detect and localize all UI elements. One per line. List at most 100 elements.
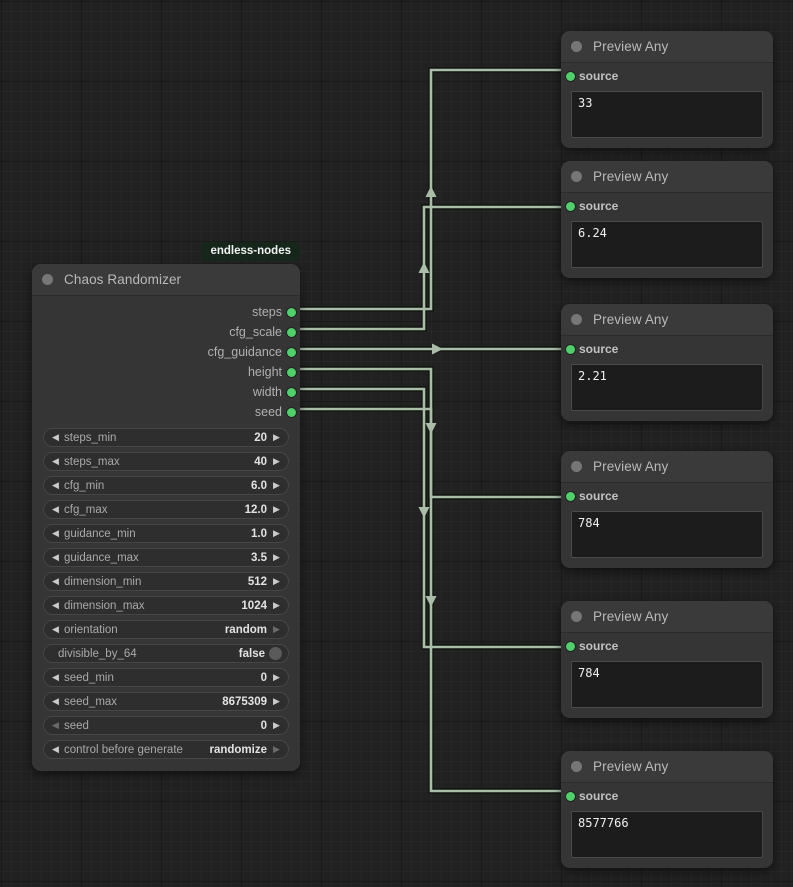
next-option-arrow-icon[interactable]: ▶ xyxy=(273,744,280,754)
widget-value-guidance-min[interactable]: 1.0 xyxy=(251,527,267,540)
widget-value-dimension-min[interactable]: 512 xyxy=(247,575,267,588)
preview-text-box-4[interactable]: 784 xyxy=(571,511,763,558)
collapse-dot-icon[interactable] xyxy=(42,274,53,285)
increment-arrow-icon[interactable]: ▶ xyxy=(273,576,280,586)
preview-text-box-2[interactable]: 6.24 xyxy=(571,221,763,268)
node-header-preview-any-3[interactable]: Preview Any xyxy=(561,304,773,336)
collapse-dot-icon[interactable] xyxy=(571,461,582,472)
increment-arrow-icon[interactable]: ▶ xyxy=(273,456,280,466)
widget-dimension-max[interactable]: ◀ dimension_max 1024 ▶ xyxy=(43,596,289,615)
node-header-preview-any-6[interactable]: Preview Any xyxy=(561,751,773,783)
output-dot-cfg-scale[interactable] xyxy=(287,327,296,337)
node-preview-any-2[interactable]: Preview Any source 6.24 xyxy=(561,161,773,278)
input-slot-source-6[interactable]: source xyxy=(561,785,773,807)
widget-control-before-generate[interactable]: ◀ control before generate randomize ▶ xyxy=(43,740,289,759)
widget-guidance-max[interactable]: ◀ guidance_max 3.5 ▶ xyxy=(43,548,289,567)
widget-cfg-min[interactable]: ◀ cfg_min 6.0 ▶ xyxy=(43,476,289,495)
input-dot-source[interactable] xyxy=(566,201,575,211)
toggle-switch-icon[interactable] xyxy=(269,647,282,660)
increment-arrow-icon[interactable]: ▶ xyxy=(273,600,280,610)
decrement-arrow-icon[interactable]: ◀ xyxy=(52,576,59,586)
widget-dimension-min[interactable]: ◀ dimension_min 512 ▶ xyxy=(43,572,289,591)
widget-guidance-min[interactable]: ◀ guidance_min 1.0 ▶ xyxy=(43,524,289,543)
decrement-arrow-icon[interactable]: ◀ xyxy=(52,432,59,442)
widget-value-control-before-generate[interactable]: randomize xyxy=(209,743,267,756)
next-option-arrow-icon[interactable]: ▶ xyxy=(273,624,280,634)
node-header-preview-any-1[interactable]: Preview Any xyxy=(561,31,773,63)
output-slot-cfg-guidance[interactable]: cfg_guidance xyxy=(32,342,300,362)
widget-orientation[interactable]: ◀ orientation random ▶ xyxy=(43,620,289,639)
widget-steps-max[interactable]: ◀ steps_max 40 ▶ xyxy=(43,452,289,471)
output-dot-seed[interactable] xyxy=(287,407,296,417)
increment-arrow-icon[interactable]: ▶ xyxy=(273,504,280,514)
preview-text-box-3[interactable]: 2.21 xyxy=(571,364,763,411)
widget-value-seed-max[interactable]: 8675309 xyxy=(222,695,267,708)
input-dot-source[interactable] xyxy=(566,791,575,801)
decrement-arrow-icon[interactable]: ◀ xyxy=(52,456,59,466)
widget-seed-min[interactable]: ◀ seed_min 0 ▶ xyxy=(43,668,289,687)
output-dot-steps[interactable] xyxy=(287,307,296,317)
node-preview-any-3[interactable]: Preview Any source 2.21 xyxy=(561,304,773,421)
widget-value-guidance-max[interactable]: 3.5 xyxy=(251,551,267,564)
input-dot-source[interactable] xyxy=(566,344,575,354)
input-dot-source[interactable] xyxy=(566,641,575,651)
input-slot-source-2[interactable]: source xyxy=(561,195,773,217)
collapse-dot-icon[interactable] xyxy=(571,171,582,182)
input-dot-source[interactable] xyxy=(566,71,575,81)
widget-divisible-by-64[interactable]: divisible_by_64 false xyxy=(43,644,289,663)
widget-value-steps-max[interactable]: 40 xyxy=(254,455,267,468)
increment-arrow-icon[interactable]: ▶ xyxy=(273,432,280,442)
decrement-arrow-icon[interactable]: ◀ xyxy=(52,552,59,562)
preview-text-box-6[interactable]: 8577766 xyxy=(571,811,763,858)
decrement-arrow-icon[interactable]: ◀ xyxy=(52,600,59,610)
widget-value-seed[interactable]: 0 xyxy=(260,719,267,732)
output-dot-width[interactable] xyxy=(287,387,296,397)
input-slot-source-3[interactable]: source xyxy=(561,338,773,360)
increment-arrow-icon[interactable]: ▶ xyxy=(273,552,280,562)
decrement-arrow-icon[interactable]: ◀ xyxy=(52,696,59,706)
output-dot-height[interactable] xyxy=(287,367,296,377)
node-preview-any-1[interactable]: Preview Any source 33 xyxy=(561,31,773,148)
output-slot-height[interactable]: height xyxy=(32,362,300,382)
preview-text-box-5[interactable]: 784 xyxy=(571,661,763,708)
widget-steps-min[interactable]: ◀ steps_min 20 ▶ xyxy=(43,428,289,447)
widget-value-seed-min[interactable]: 0 xyxy=(260,671,267,684)
output-slot-cfg-scale[interactable]: cfg_scale xyxy=(32,322,300,342)
node-header-chaos-randomizer[interactable]: Chaos Randomizer xyxy=(32,264,300,296)
input-slot-source-1[interactable]: source xyxy=(561,65,773,87)
widget-seed-max[interactable]: ◀ seed_max 8675309 ▶ xyxy=(43,692,289,711)
node-preview-any-5[interactable]: Preview Any source 784 xyxy=(561,601,773,718)
widget-cfg-max[interactable]: ◀ cfg_max 12.0 ▶ xyxy=(43,500,289,519)
decrement-arrow-icon[interactable]: ◀ xyxy=(52,528,59,538)
widget-value-steps-min[interactable]: 20 xyxy=(254,431,267,444)
widget-value-dimension-max[interactable]: 1024 xyxy=(241,599,267,612)
input-slot-source-5[interactable]: source xyxy=(561,635,773,657)
widget-value-orientation[interactable]: random xyxy=(224,623,267,636)
decrement-arrow-icon[interactable]: ◀ xyxy=(52,480,59,490)
increment-arrow-icon[interactable]: ▶ xyxy=(273,528,280,538)
node-header-preview-any-4[interactable]: Preview Any xyxy=(561,451,773,483)
decrement-arrow-icon[interactable]: ◀ xyxy=(52,504,59,514)
input-slot-source-4[interactable]: source xyxy=(561,485,773,507)
increment-arrow-icon[interactable]: ▶ xyxy=(273,672,280,682)
output-dot-cfg-guidance[interactable] xyxy=(287,347,296,357)
output-slot-seed[interactable]: seed xyxy=(32,402,300,422)
collapse-dot-icon[interactable] xyxy=(571,41,582,52)
collapse-dot-icon[interactable] xyxy=(571,314,582,325)
decrement-arrow-icon[interactable]: ◀ xyxy=(52,672,59,682)
widget-value-cfg-min[interactable]: 6.0 xyxy=(251,479,267,492)
node-header-preview-any-2[interactable]: Preview Any xyxy=(561,161,773,193)
output-slot-width[interactable]: width xyxy=(32,382,300,402)
output-slot-steps[interactable]: steps xyxy=(32,302,300,322)
previous-option-arrow-icon[interactable]: ◀ xyxy=(52,744,59,754)
widget-value-cfg-max[interactable]: 12.0 xyxy=(244,503,267,516)
widget-seed[interactable]: ◀ seed 0 ▶ xyxy=(43,716,289,735)
increment-arrow-icon[interactable]: ▶ xyxy=(273,696,280,706)
previous-option-arrow-icon[interactable]: ◀ xyxy=(52,624,59,634)
node-chaos-randomizer[interactable]: endless-nodes Chaos Randomizer steps cfg… xyxy=(32,242,300,771)
input-dot-source[interactable] xyxy=(566,491,575,501)
preview-text-box-1[interactable]: 33 xyxy=(571,91,763,138)
node-header-preview-any-5[interactable]: Preview Any xyxy=(561,601,773,633)
collapse-dot-icon[interactable] xyxy=(571,611,582,622)
